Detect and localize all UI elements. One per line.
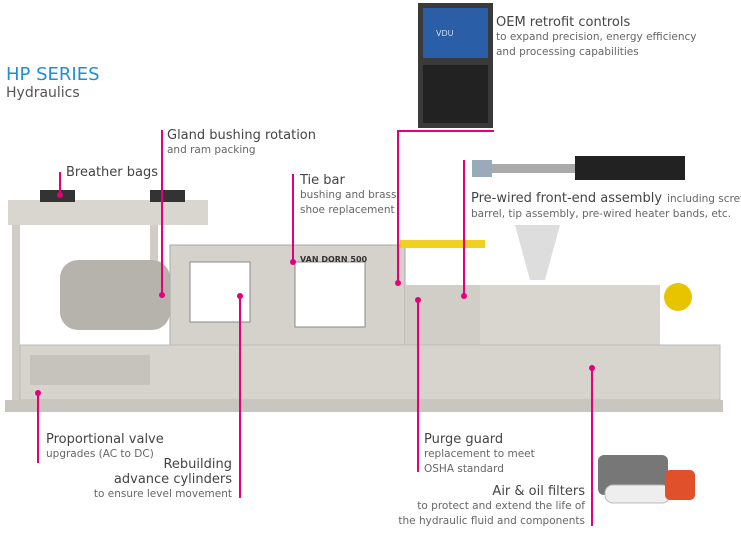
callout-tie-bar: Tie bar bushing and brass shoe replaceme… (300, 173, 396, 218)
callout-purge-guard: Purge guard replacement to meet OSHA sta… (424, 432, 535, 477)
callout-dot (237, 293, 243, 299)
callout-dot (589, 365, 595, 371)
callout-desc: including screw, (667, 193, 741, 205)
callout-desc: upgrades (AC to DC) (46, 448, 154, 460)
callout-desc: barrel, tip assembly, pre-wired heater b… (471, 208, 732, 220)
callout-desc: to expand precision, energy efficiency (496, 31, 697, 43)
injection-molding-machine: VAN DORN 500 (5, 190, 723, 412)
series-title: HP SERIES (6, 64, 100, 85)
callout-title: Breather bags (66, 165, 158, 180)
callout-air-oil-filters: Air & oil filters to protect and extend … (398, 484, 585, 529)
callout-desc: and ram packing (167, 144, 256, 156)
callout-desc: to ensure level movement (93, 488, 232, 500)
callout-title: Air & oil filters (492, 484, 585, 499)
series-subtitle: Hydraulics (6, 85, 80, 101)
brand-plate: VAN DORN 500 (300, 255, 368, 264)
callout-gland-bushing: Gland bushing rotation and ram packing (167, 128, 316, 158)
callout-front-end-assembly: Pre-wired front-end assembly including s… (471, 187, 741, 222)
callout-title: Purge guard (424, 432, 504, 447)
callout-title: OEM retrofit controls (496, 15, 631, 30)
callout-title: Proportional valve (46, 432, 164, 447)
callout-desc: OSHA standard (424, 463, 504, 475)
callout-title: Rebuilding (163, 457, 232, 472)
callout-title: Tie bar (300, 173, 345, 188)
callout-line (463, 160, 465, 297)
callout-dot (290, 259, 296, 265)
callout-title: advance cylinders (113, 472, 232, 487)
callout-line (37, 393, 39, 463)
callout-desc: and processing capabilities (496, 46, 639, 58)
callout-dot (461, 293, 467, 299)
callout-breather-bags: Breather bags (66, 165, 158, 180)
callout-proportional-valve: Proportional valve upgrades (AC to DC) (46, 432, 164, 462)
callout-title: Gland bushing rotation (167, 128, 316, 143)
callout-dot (395, 280, 401, 286)
callout-line (292, 174, 294, 264)
callout-desc: to protect and extend the life of (417, 500, 585, 512)
callout-advance-cylinders: Rebuilding advance cylinders to ensure l… (94, 457, 232, 502)
callout-oem-controls: OEM retrofit controls to expand precisio… (496, 15, 697, 60)
callout-desc: replacement to meet (424, 448, 535, 460)
callout-desc: shoe replacement (300, 204, 395, 216)
filters-image (598, 455, 695, 504)
callout-desc: bushing and brass (300, 189, 397, 201)
callout-line (161, 130, 163, 296)
screw-assembly-image (472, 156, 685, 180)
callout-dot (57, 192, 63, 198)
callout-line (59, 172, 61, 196)
callout-line (397, 130, 399, 283)
screen-label: VDU (436, 29, 454, 38)
callout-line (591, 368, 593, 526)
control-panel-image: VDU (418, 3, 493, 128)
callout-desc: the hydraulic fluid and components (398, 515, 585, 527)
callout-dot (415, 297, 421, 303)
callout-title: Pre-wired front-end assembly (471, 191, 663, 206)
callout-line (239, 296, 241, 498)
callout-dot (35, 390, 41, 396)
callout-line (397, 130, 494, 132)
callout-line (417, 300, 419, 472)
callout-dot (159, 292, 165, 298)
